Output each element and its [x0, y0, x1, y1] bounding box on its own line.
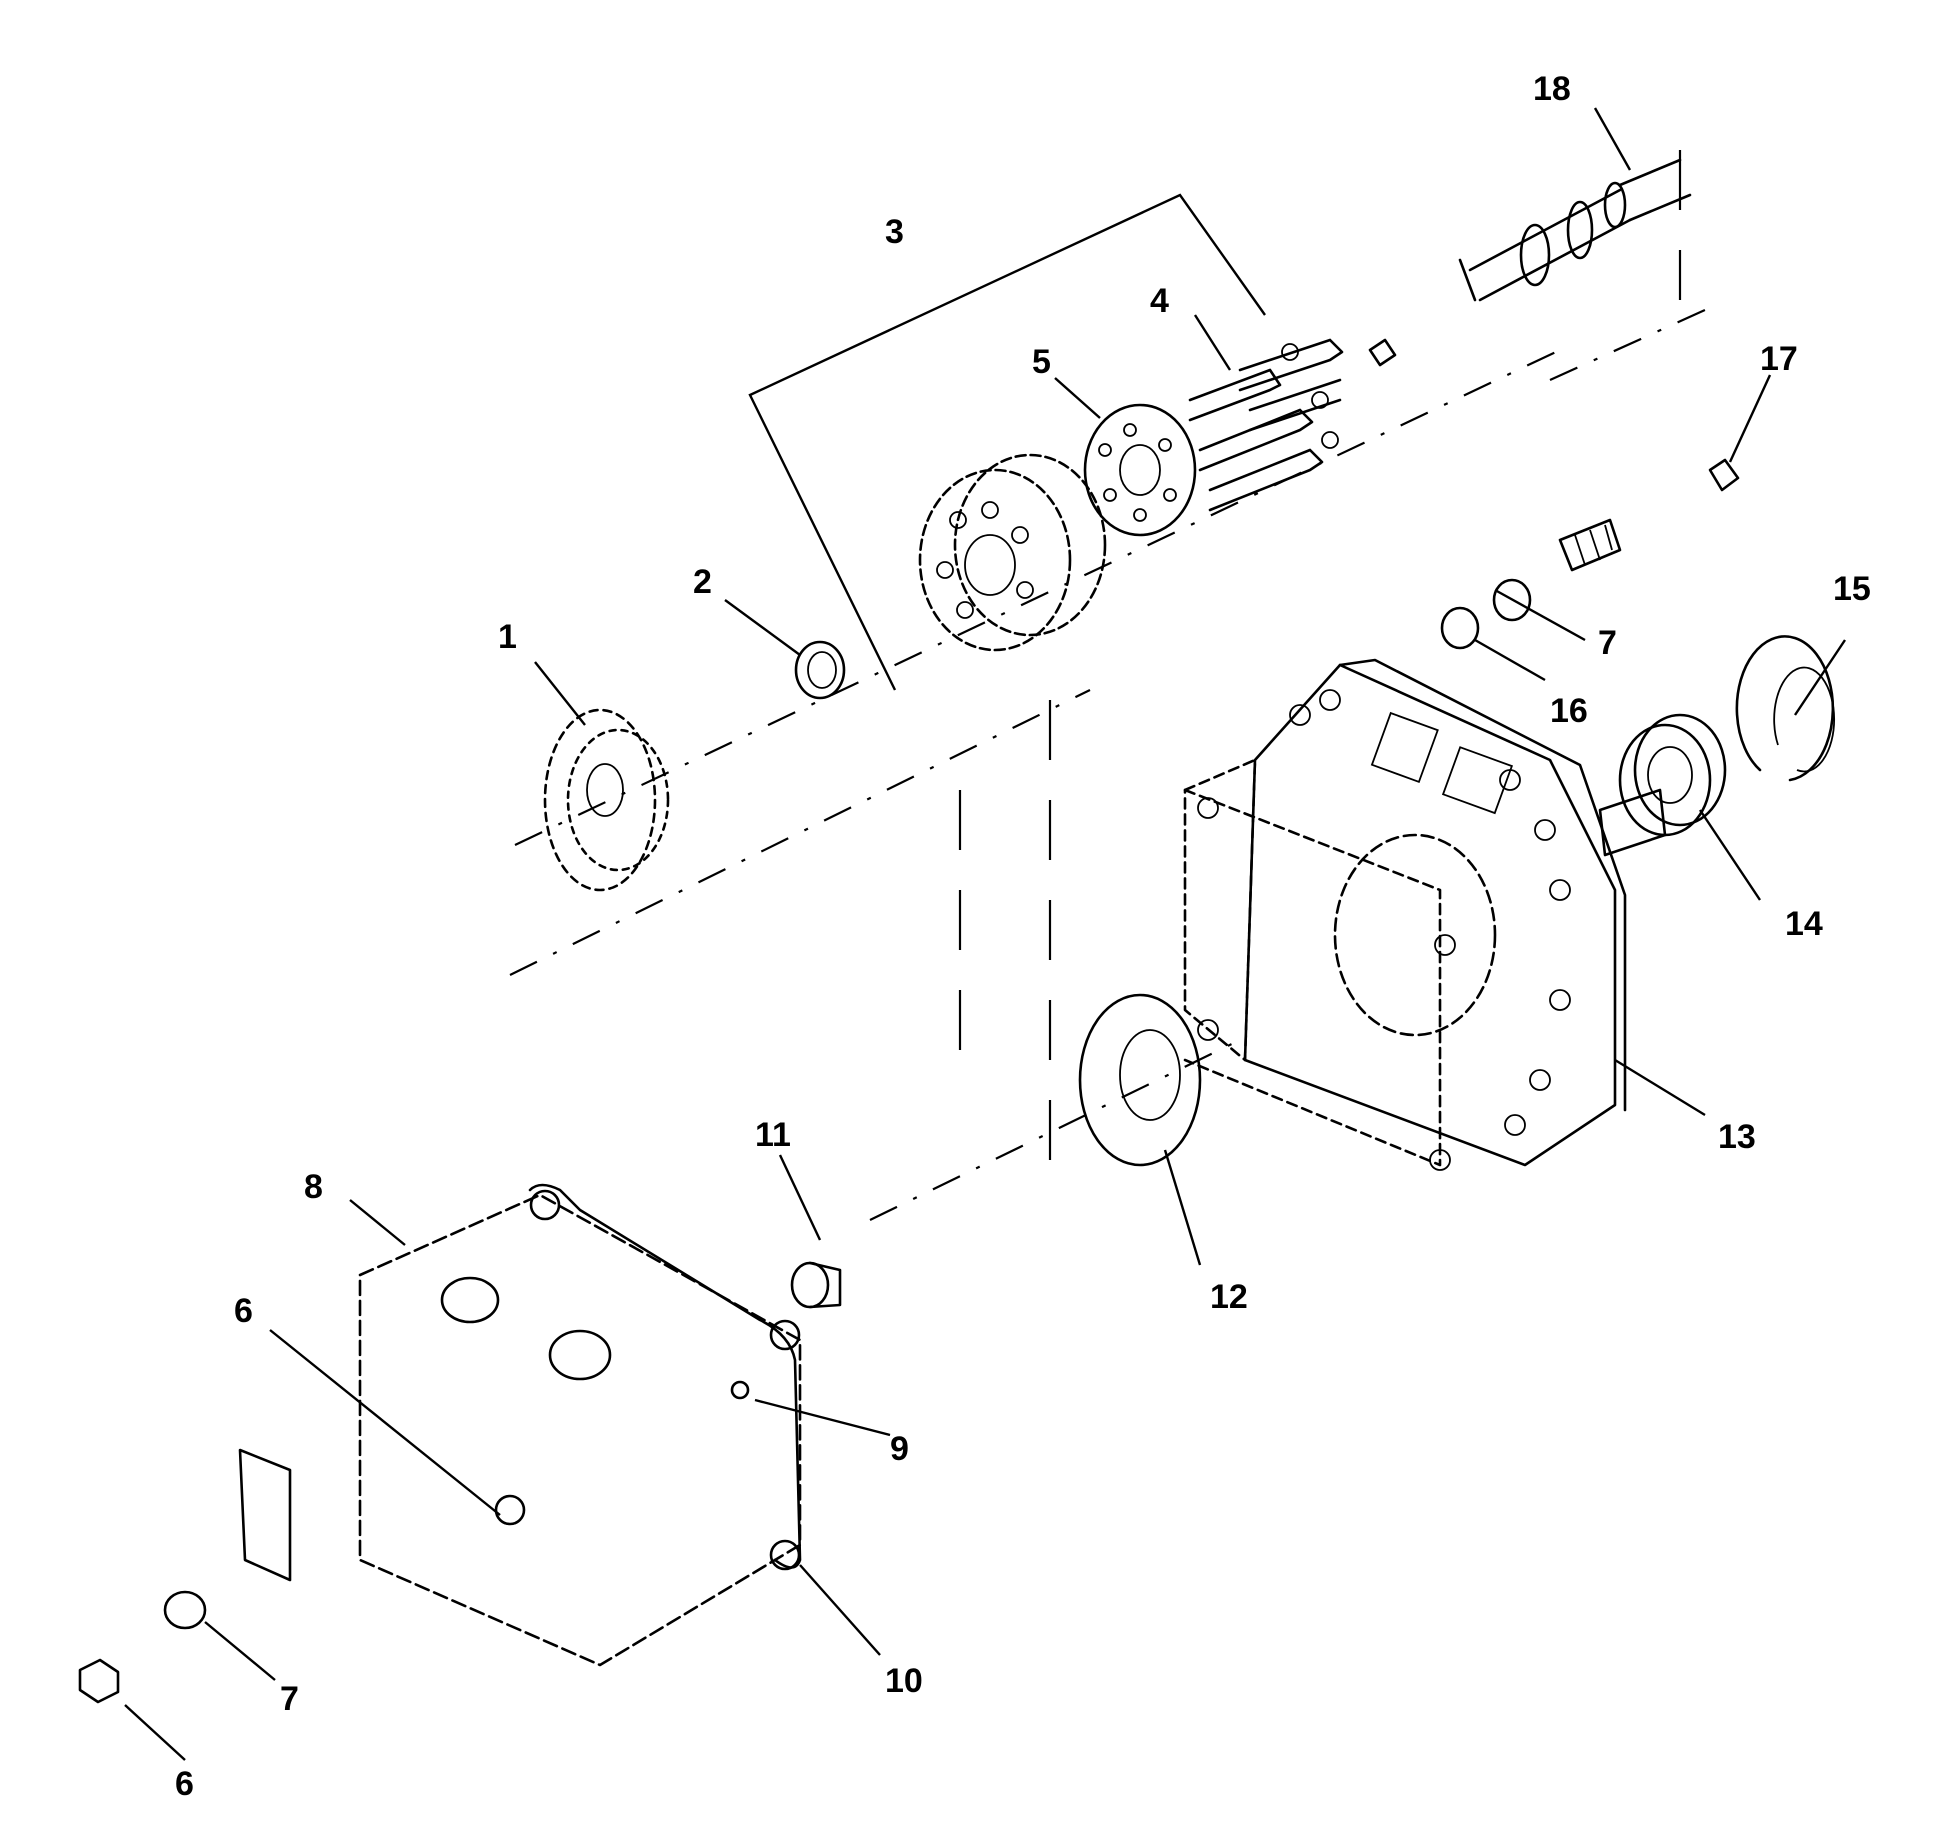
- callout-7-upper: 7: [1598, 624, 1617, 662]
- callout-11: 11: [755, 1116, 791, 1154]
- callout-8: 8: [304, 1168, 323, 1206]
- part-8-end-cover: [238, 1183, 802, 1667]
- part-12-thrust-plate: [1078, 993, 1202, 1167]
- part-7-washer-lower: [163, 1590, 207, 1630]
- part-14-bearing: [1618, 713, 1727, 837]
- part-17-plug: [1708, 458, 1740, 492]
- spring-part: [1558, 518, 1622, 572]
- callout-3: 3: [885, 213, 904, 251]
- part-15-snap-ring: [1735, 635, 1836, 782]
- part-1-plate: [543, 708, 670, 892]
- callout-15: 15: [1833, 570, 1871, 608]
- callout-5: 5: [1032, 343, 1051, 381]
- callout-7-lower: 7: [280, 1680, 299, 1718]
- part-11-bushing: [790, 1261, 842, 1309]
- callout-13: 13: [1718, 1118, 1756, 1156]
- callout-12: 12: [1210, 1278, 1248, 1316]
- callout-18: 18: [1533, 70, 1571, 108]
- callout-6-upper: 6: [234, 1292, 253, 1330]
- callout-10: 10: [885, 1662, 923, 1700]
- part-13-housing: [1183, 658, 1667, 1171]
- assembly-centerlines: [509, 150, 1706, 1221]
- part-7-washer-upper: [1492, 578, 1532, 622]
- callout-1: 1: [498, 618, 517, 656]
- callout-16: 16: [1550, 692, 1588, 730]
- part-18-shaft: [1368, 158, 1692, 367]
- callout-2: 2: [693, 563, 712, 601]
- callout-14: 14: [1785, 905, 1823, 943]
- callout-4: 4: [1150, 282, 1169, 320]
- leader-lines: [124, 107, 1846, 1761]
- part-6-bolt-lower: [78, 1658, 120, 1704]
- part-4-pistons: [1188, 338, 1344, 512]
- callout-labels: 1 2 3 4 5 6 6 7 7 8 9 10 11 12 13 14 15 …: [175, 70, 1871, 1803]
- part-2-ring: [794, 640, 846, 700]
- callout-6-lower: 6: [175, 1765, 194, 1803]
- callout-17: 17: [1760, 340, 1798, 378]
- part-3-cylinder-block: [918, 453, 1107, 652]
- part-5-retainer-plate: [1083, 403, 1197, 537]
- part-16-washer: [1440, 606, 1480, 650]
- callout-9: 9: [890, 1430, 909, 1468]
